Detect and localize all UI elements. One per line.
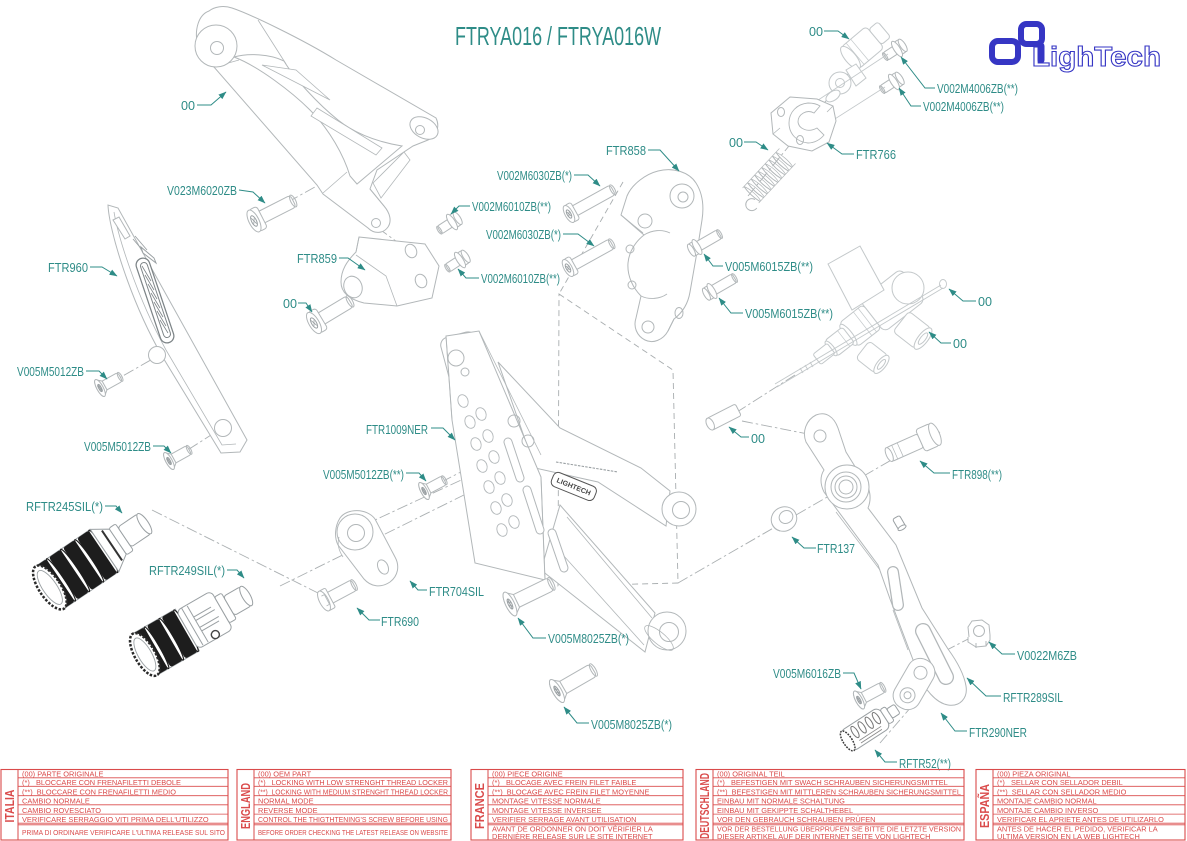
svg-text:00: 00 — [978, 294, 992, 309]
svg-text:LighTech: LighTech — [1032, 41, 1161, 72]
svg-text:EINBAU MIT GEKIPPTE SCHALTHEBE: EINBAU MIT GEKIPPTE SCHALTHEBEL — [717, 806, 853, 815]
svg-text:(**) BLOCAGE AVEC FREIN FILET: (**) BLOCAGE AVEC FREIN FILET MOYENNE — [492, 788, 649, 797]
svg-text:(*) SELLAR CON SELLADOR DEBI: (*) SELLAR CON SELLADOR DEBIL — [997, 778, 1123, 787]
svg-text:EINBAU MIT NORMALE SCHALTUNG: EINBAU MIT NORMALE SCHALTUNG — [717, 797, 845, 806]
svg-text:(*) BLOCAGE AVEC FREIN FILET: (*) BLOCAGE AVEC FREIN FILET FAIBLE — [492, 778, 636, 787]
svg-text:FTR290NER: FTR290NER — [969, 725, 1027, 740]
svg-text:ITALIA: ITALIA — [2, 789, 17, 822]
svg-text:V005M8025ZB(*): V005M8025ZB(*) — [548, 631, 629, 646]
svg-text:V023M6020ZB: V023M6020ZB — [167, 183, 237, 198]
svg-text:RFTR289SIL: RFTR289SIL — [1003, 690, 1063, 705]
svg-text:V002M6010ZB(**): V002M6010ZB(**) — [481, 271, 560, 286]
svg-text:V005M6015ZB(**): V005M6015ZB(**) — [745, 306, 833, 321]
svg-text:(00) PARTE ORIGINALE: (00) PARTE ORIGINALE — [22, 770, 104, 779]
svg-text:00: 00 — [283, 296, 297, 311]
svg-text:CAMBIO NORMALE: CAMBIO NORMALE — [22, 797, 90, 806]
svg-text:DERNIÈRE RELEASE SUR LE SITE I: DERNIÈRE RELEASE SUR LE SITE INTERNET — [492, 832, 653, 841]
svg-text:(00) PIEZA ORIGINAL: (00) PIEZA ORIGINAL — [997, 770, 1071, 779]
svg-text:(*) LOCKING WITH LOW STRENGH: (*) LOCKING WITH LOW STRENGHT THREAD LOC… — [258, 778, 448, 787]
svg-text:V005M5012ZB(**): V005M5012ZB(**) — [323, 467, 404, 482]
svg-text:V002M6030ZB(*): V002M6030ZB(*) — [486, 227, 561, 242]
svg-text:PRIMA DI ORDINARE VERIFICARE L: PRIMA DI ORDINARE VERIFICARE L'ULTIMA RE… — [22, 828, 225, 837]
svg-text:V002M6030ZB(*): V002M6030ZB(*) — [497, 168, 572, 183]
svg-text:ENGLAND: ENGLAND — [238, 783, 253, 829]
svg-text:CONTROL THE THIGTHTENING'S SCR: CONTROL THE THIGTHTENING'S SCREW BEFORE … — [258, 815, 448, 824]
svg-text:VERIFICAR EL APRIETE ANTES DE: VERIFICAR EL APRIETE ANTES DE UTILIZARLO — [997, 815, 1164, 824]
svg-text:V002M4006ZB(**): V002M4006ZB(**) — [937, 81, 1018, 96]
svg-text:AVANT DE ORDONNER ON DOIT VÉRI: AVANT DE ORDONNER ON DOIT VÉRIFIER LA — [492, 825, 653, 834]
svg-text:(00) ORIGINAL TEIL: (00) ORIGINAL TEIL — [717, 770, 785, 779]
svg-text:00: 00 — [809, 24, 823, 39]
svg-text:(**) BLOCCARE CON FRENAFILETT: (**) BLOCCARE CON FRENAFILETTI MEDIO — [22, 788, 176, 797]
svg-text:(00) PIECE ORIGINE: (00) PIECE ORIGINE — [492, 770, 563, 779]
svg-text:BEFORE ORDER CHECKING THE LATE: BEFORE ORDER CHECKING THE LATEST RELEASE… — [258, 828, 448, 837]
svg-text:V0022M6ZB: V0022M6ZB — [1017, 648, 1077, 663]
svg-text:V005M6016ZB: V005M6016ZB — [773, 666, 841, 681]
svg-text:(00) OEM PART: (00) OEM PART — [258, 770, 312, 779]
svg-text:RFTR245SIL(*): RFTR245SIL(*) — [26, 499, 103, 514]
svg-text:FTR898(**): FTR898(**) — [952, 467, 1002, 482]
svg-text:FTRYA016 / FTRYA016W: FTRYA016 / FTRYA016W — [455, 21, 661, 51]
svg-text:00: 00 — [953, 336, 967, 351]
svg-text:MONTAGE VITESSE NORMALE: MONTAGE VITESSE NORMALE — [492, 797, 601, 806]
svg-text:MONTAJE CAMBIO INVERSO: MONTAJE CAMBIO INVERSO — [997, 806, 1099, 815]
svg-text:FTR960: FTR960 — [48, 260, 88, 275]
svg-text:(*) BEFESTIGEN MIT SWACH SCH: (*) BEFESTIGEN MIT SWACH SCHRAUBEN SICHE… — [717, 778, 948, 787]
svg-text:FTR690: FTR690 — [381, 614, 419, 629]
svg-text:(**) SELLAR CON SELLADOR MEDI: (**) SELLAR CON SELLADOR MEDIO — [997, 788, 1127, 797]
svg-text:FTR859: FTR859 — [297, 251, 337, 266]
svg-text:V005M8025ZB(*): V005M8025ZB(*) — [591, 717, 672, 732]
svg-text:DEUTSCHLAND: DEUTSCHLAND — [697, 773, 712, 839]
svg-text:00: 00 — [181, 98, 195, 113]
svg-text:MONTAJE CAMBIO NORMAL: MONTAJE CAMBIO NORMAL — [997, 797, 1097, 806]
svg-text:V005M6015ZB(**): V005M6015ZB(**) — [725, 259, 813, 274]
svg-text:DIESER ARTIKEL AUF DER INTERNE: DIESER ARTIKEL AUF DER INTERNET SEITE VO… — [717, 832, 930, 841]
svg-text:VERIFIER SERRAGE AVANT UTILISA: VERIFIER SERRAGE AVANT UTILISATION — [492, 815, 636, 824]
svg-text:(**) LOCKING WITH MEDIUM STRE: (**) LOCKING WITH MEDIUM STRENGHT THREAD… — [258, 788, 448, 797]
svg-text:CAMBIO ROVESCIATO: CAMBIO ROVESCIATO — [22, 806, 101, 815]
svg-text:V005M5012ZB: V005M5012ZB — [84, 439, 151, 454]
svg-text:ULTIMA VERSION EN LA WEB LIGHT: ULTIMA VERSION EN LA WEB LIGHTECH — [997, 832, 1140, 841]
svg-text:RFTR52(**): RFTR52(**) — [899, 756, 951, 771]
svg-text:FRANCE: FRANCE — [472, 783, 487, 829]
svg-text:VERIFICARE SERRAGGIO VITI PRIM: VERIFICARE SERRAGGIO VITI PRIMA DELL'UTI… — [22, 815, 209, 824]
svg-text:ESPAÑA: ESPAÑA — [977, 783, 992, 828]
svg-text:FTR704SIL: FTR704SIL — [429, 584, 484, 599]
svg-text:VOR DEN GEBRAUCH SCHRAUBEN PRÜ: VOR DEN GEBRAUCH SCHRAUBEN PRÜFEN — [717, 815, 876, 824]
svg-text:(*) BLOCCARE CON FRENAFILETT: (*) BLOCCARE CON FRENAFILETTI DEBOLE — [22, 778, 181, 787]
svg-text:FTR137: FTR137 — [817, 541, 855, 556]
svg-text:NORMAL MODE: NORMAL MODE — [258, 797, 314, 806]
svg-text:00: 00 — [729, 135, 743, 150]
svg-text:(**) BEFESTIGEN MIT MITTLEREN: (**) BEFESTIGEN MIT MITTLEREN SCHRAUBEN … — [717, 788, 961, 797]
svg-text:FTR766: FTR766 — [856, 147, 896, 162]
svg-text:RFTR249SIL(*): RFTR249SIL(*) — [149, 563, 225, 578]
svg-text:V002M6010ZB(**): V002M6010ZB(**) — [472, 199, 551, 214]
svg-text:MONTAGE VITESSE INVERSEE: MONTAGE VITESSE INVERSEE — [492, 806, 602, 815]
svg-text:ANTES DE HACER EL PEDIDO, VERI: ANTES DE HACER EL PEDIDO, VERIFICAR LA — [997, 825, 1158, 834]
svg-text:VOR DER BESTELLUNG ÜBERPRÜFEN: VOR DER BESTELLUNG ÜBERPRÜFEN SIE BITTE … — [717, 825, 961, 834]
svg-text:00: 00 — [751, 431, 765, 446]
svg-text:FTR1009NER: FTR1009NER — [366, 422, 428, 437]
svg-text:V002M4006ZB(**): V002M4006ZB(**) — [923, 99, 1004, 114]
svg-text:REVERSE MODE: REVERSE MODE — [258, 806, 318, 815]
svg-text:V005M5012ZB: V005M5012ZB — [17, 364, 84, 379]
svg-text:FTR858: FTR858 — [606, 143, 646, 158]
